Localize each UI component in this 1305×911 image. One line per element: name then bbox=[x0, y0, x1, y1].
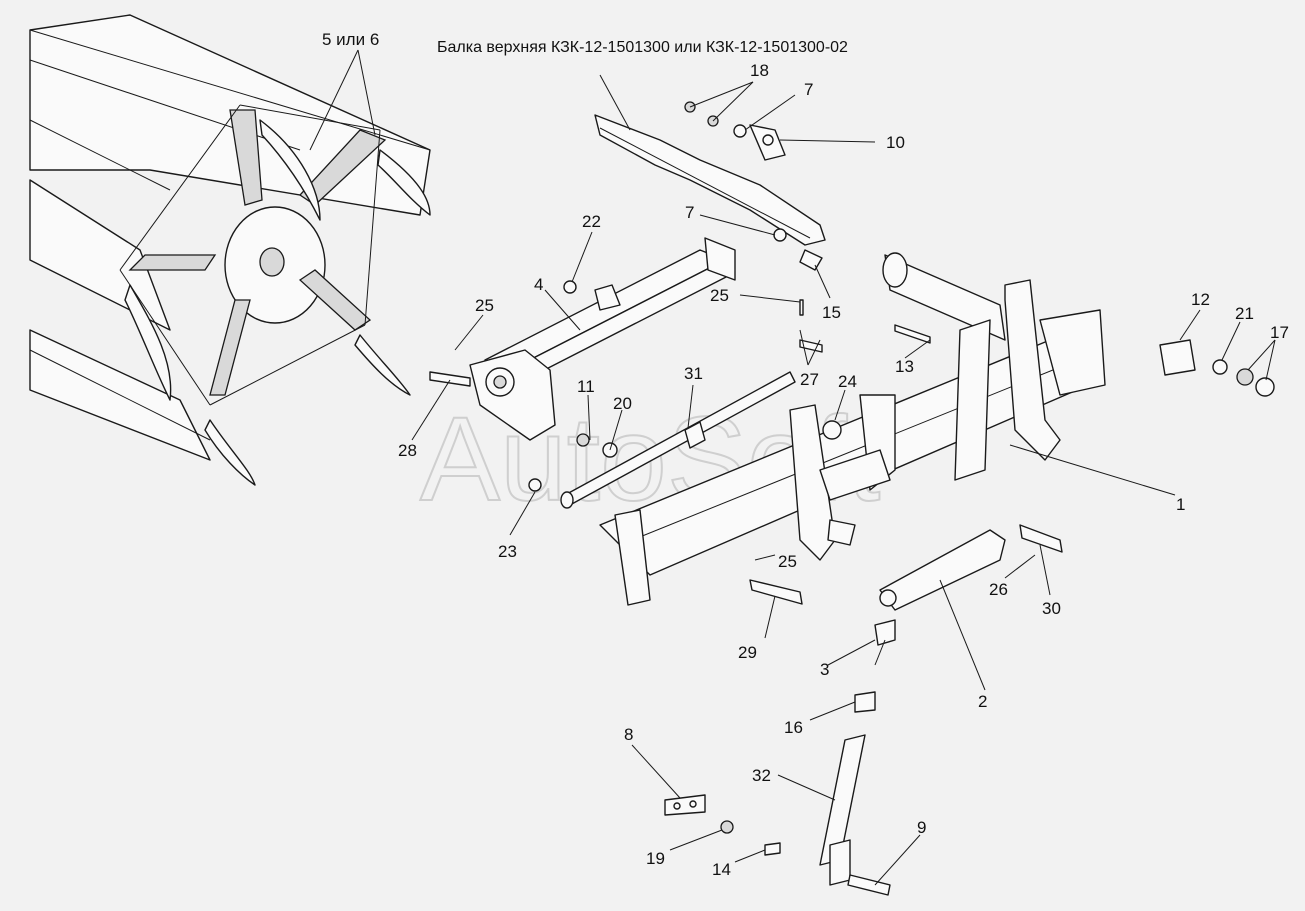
callout-label: 16 bbox=[784, 718, 803, 737]
diagram-title: Балка верхняя КЗК-12-1501300 или КЗК-12-… bbox=[437, 39, 848, 56]
callout-label: 20 bbox=[613, 394, 632, 413]
callout-label: 31 bbox=[684, 364, 703, 383]
reel-assembly bbox=[29, 14, 431, 486]
callout-label: 22 bbox=[582, 212, 601, 231]
callout-label: 3 bbox=[820, 660, 829, 679]
callout-label: 30 bbox=[1042, 599, 1061, 618]
callout-label: 9 bbox=[917, 818, 926, 837]
lower-link bbox=[664, 524, 1063, 896]
callout-label: 15 bbox=[822, 303, 841, 322]
callout-label: 14 bbox=[712, 860, 731, 879]
callout-label: 24 bbox=[838, 372, 857, 391]
callout-label: 23 bbox=[498, 542, 517, 561]
callout-label: 32 bbox=[752, 766, 771, 785]
callout-label: 25 bbox=[778, 552, 797, 571]
callout-label: 25 bbox=[710, 286, 729, 305]
callout-label: 4 bbox=[534, 275, 543, 294]
callout-label: 17 bbox=[1270, 323, 1289, 342]
leader-lines bbox=[309, 49, 1276, 886]
callout-label: 5 или 6 bbox=[322, 30, 379, 49]
drive-shaft bbox=[429, 280, 796, 509]
callout-label: 13 bbox=[895, 357, 914, 376]
callout-labels: 5 или 6 18 7 10 7 22 4 25 15 25 13 12 21… bbox=[322, 30, 1289, 879]
upper-beam bbox=[594, 101, 826, 271]
callout-label: 12 bbox=[1191, 290, 1210, 309]
callout-label: 7 bbox=[804, 80, 813, 99]
callout-label: 18 bbox=[750, 61, 769, 80]
callout-label: 28 bbox=[398, 441, 417, 460]
callout-label: 29 bbox=[738, 643, 757, 662]
callout-label: 7 bbox=[685, 203, 694, 222]
callout-label: 1 bbox=[1176, 495, 1185, 514]
callout-label: 19 bbox=[646, 849, 665, 868]
callout-label: 2 bbox=[978, 692, 987, 711]
main-frame bbox=[599, 252, 1275, 606]
callout-label: 27 bbox=[800, 370, 819, 389]
callout-label: 11 bbox=[577, 377, 595, 396]
callout-label: 10 bbox=[886, 133, 905, 152]
callout-label: 8 bbox=[624, 725, 633, 744]
callout-label: 21 bbox=[1235, 304, 1254, 323]
callout-label: 25 bbox=[475, 296, 494, 315]
callout-label: 26 bbox=[989, 580, 1008, 599]
beam-4 bbox=[469, 237, 736, 441]
